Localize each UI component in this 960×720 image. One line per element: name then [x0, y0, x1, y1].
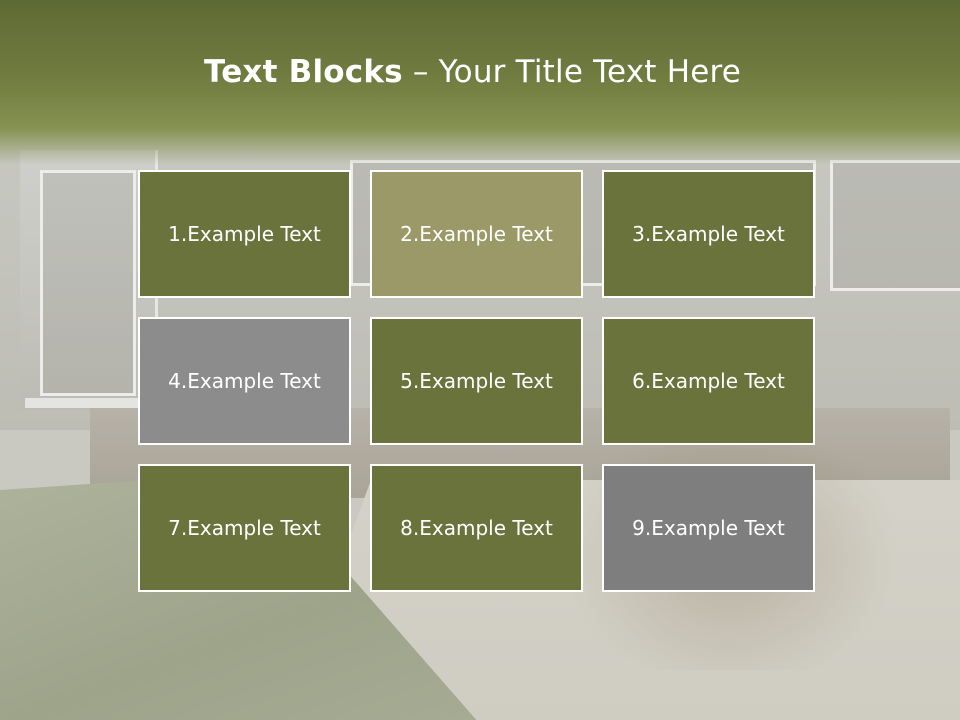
text-block-6[interactable]: 6.Example Text: [602, 317, 815, 445]
title-bold: Text Blocks: [203, 54, 403, 90]
text-block-5-label: 5.Example Text: [400, 369, 553, 393]
window-right: [830, 160, 960, 291]
text-block-6-label: 6.Example Text: [632, 369, 785, 393]
header-band: [0, 0, 960, 165]
text-block-4-label: 4.Example Text: [168, 369, 321, 393]
text-block-3-label: 3.Example Text: [632, 222, 785, 246]
text-block-7[interactable]: 7.Example Text: [138, 464, 351, 592]
text-block-1-label: 1.Example Text: [168, 222, 321, 246]
text-block-2[interactable]: 2.Example Text: [370, 170, 583, 298]
window-left: [40, 170, 136, 396]
text-block-5[interactable]: 5.Example Text: [370, 317, 583, 445]
window-sill: [25, 398, 140, 408]
text-block-4[interactable]: 4.Example Text: [138, 317, 351, 445]
text-block-8[interactable]: 8.Example Text: [370, 464, 583, 592]
text-block-1[interactable]: 1.Example Text: [138, 170, 351, 298]
text-block-3[interactable]: 3.Example Text: [602, 170, 815, 298]
text-block-8-label: 8.Example Text: [400, 516, 553, 540]
text-block-2-label: 2.Example Text: [400, 222, 553, 246]
text-block-7-label: 7.Example Text: [168, 516, 321, 540]
title-rest: – Your Title Text Here: [402, 54, 742, 90]
slide-title: Text Blocks – Your Title Text Here: [0, 54, 945, 90]
text-block-9-label: 9.Example Text: [632, 516, 785, 540]
text-block-grid: 1.Example Text 2.Example Text 3.Example …: [138, 170, 815, 592]
text-block-9[interactable]: 9.Example Text: [602, 464, 815, 592]
